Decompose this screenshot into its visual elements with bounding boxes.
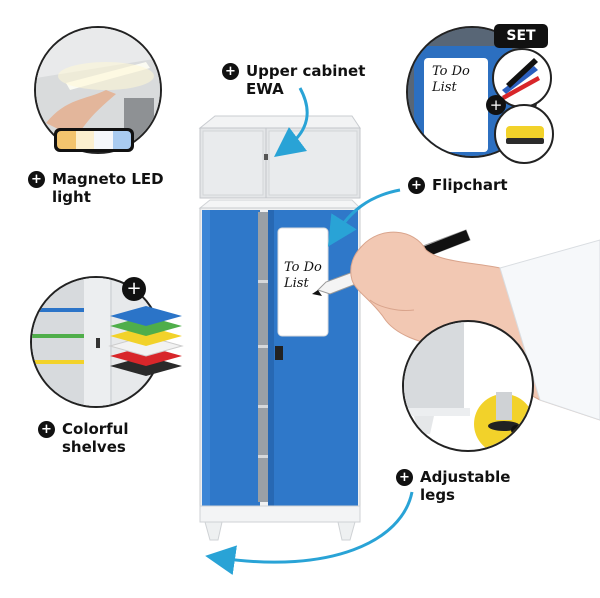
label-magneto: + Magneto LED light [28,170,164,206]
plus-icon: + [396,469,413,486]
label-flipchart: + Flipchart [408,176,508,194]
led-color-strip [54,128,134,152]
markers-circle [492,48,552,108]
shelf-stack [108,306,184,376]
sponge-circle [494,104,554,164]
legs-circle [402,320,534,452]
plus-icon: + [486,95,506,115]
plus-icon: + [222,63,239,80]
label-upper-cabinet: + Upper cabinet EWA [222,62,365,98]
label-colorful: + Colorful shelves [38,420,129,456]
set-badge: SET [494,24,548,48]
flipchart-text: To Do List [432,64,470,95]
plus-icon: + [38,421,55,438]
plus-icon: + [28,171,45,188]
whiteboard-text: To Do List [284,260,322,291]
sponge-icon [506,126,544,140]
main-cabinet [198,199,362,541]
lock-icon [275,346,283,360]
label-adjustable: + Adjustable legs [396,468,510,504]
plus-icon: + [408,177,425,194]
plus-icon: + [122,277,146,301]
left-door [202,210,260,506]
